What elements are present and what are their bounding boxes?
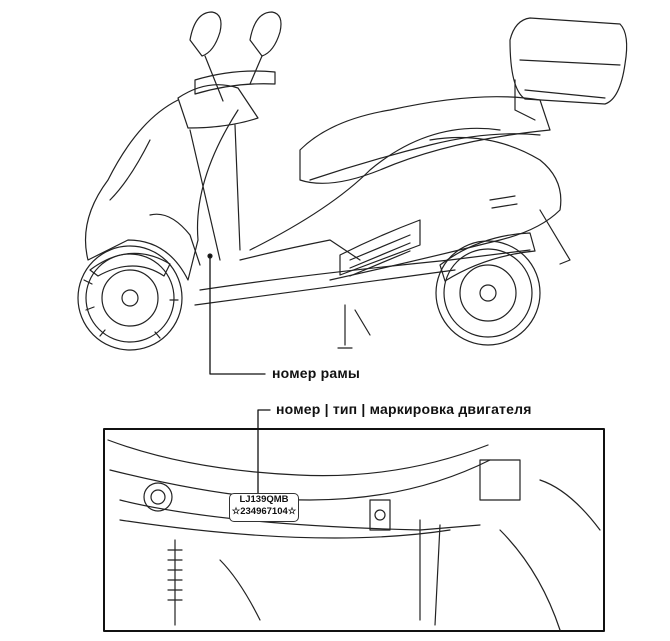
seat [299,96,551,184]
left-mirror [189,11,222,57]
engine-marking-leader-line [257,409,271,494]
scooter-drawing [77,11,628,351]
air-vent [339,219,421,276]
shock-spring [167,539,183,626]
muffler [439,232,536,282]
rear-body [329,136,562,281]
engine-marking-label: номер | тип | маркировка двигателя [276,401,532,417]
side-stand [337,304,371,349]
front-leg-shield [85,99,239,281]
top-box [509,17,628,105]
engine-type-text: LJ139QMB [239,494,289,505]
frame-number-leader-line [209,257,266,375]
front-fender [89,252,171,277]
rear-wheel [435,240,541,346]
engine-serial-text: ☆234967104☆ [231,506,297,517]
engine-number-plate: LJ139QMB ☆234967104☆ [229,493,299,522]
engine-detail-inset [103,428,605,632]
frame-number-marker [207,253,213,259]
handlebar [194,70,276,95]
floorboard [199,249,531,291]
right-mirror [249,11,282,57]
frame-number-label: номер рамы [272,365,361,381]
